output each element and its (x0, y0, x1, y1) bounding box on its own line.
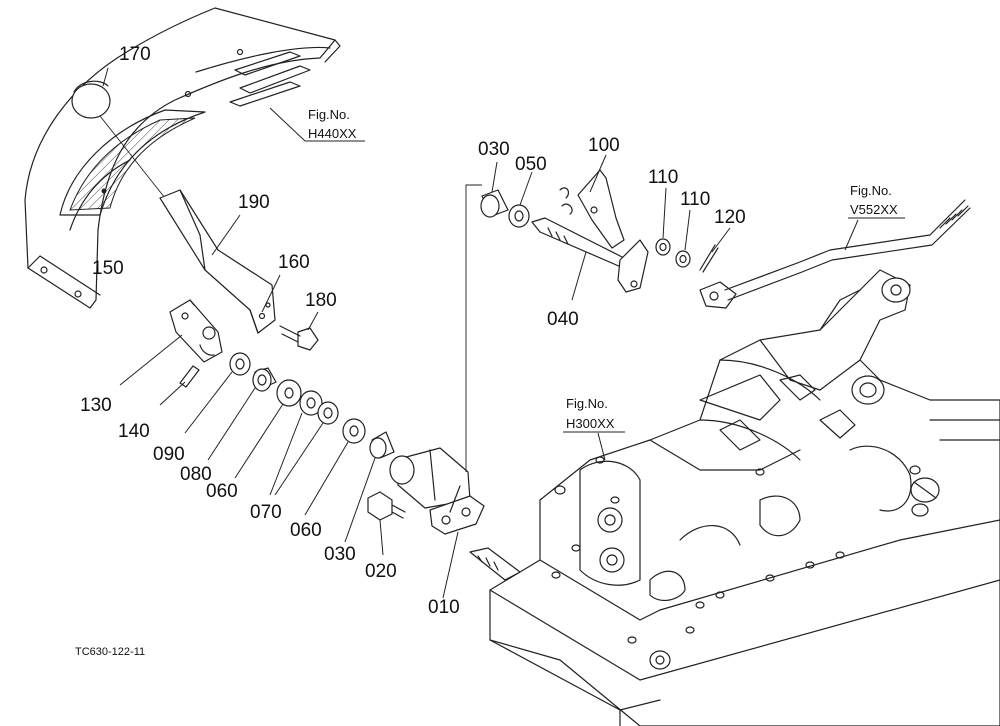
label-190: 190 (238, 192, 270, 213)
fig-callout-h440: Fig.No. H440XX (269, 107, 365, 142)
bolt (279, 325, 319, 351)
spacer-090 (229, 352, 251, 376)
main-shaft (389, 447, 485, 535)
label-110-a: 110 (648, 167, 678, 188)
label-160: 160 (278, 252, 310, 273)
label-130: 130 (80, 395, 112, 416)
fig-h440-number: H440XX (308, 126, 357, 141)
label-040: 040 (547, 309, 579, 330)
label-030-b: 030 (478, 139, 510, 160)
label-150: 150 (92, 258, 124, 279)
fig-h440-caption: Fig.No. (308, 107, 350, 122)
rod-040 (531, 217, 649, 293)
fig-callout-v552: Fig.No. V552XX (848, 183, 905, 219)
label-060-b: 060 (290, 520, 322, 541)
washer-070-b (317, 401, 339, 425)
fig-v552-caption: Fig.No. (850, 183, 892, 198)
washer-050 (508, 204, 530, 228)
washer-110-b (675, 250, 691, 268)
lever-knob (71, 80, 111, 119)
label-070: 070 (250, 502, 282, 523)
cotter-pin (699, 244, 719, 273)
control-lever (159, 189, 276, 334)
lever-arm-100 (559, 169, 625, 249)
label-110-b: 110 (680, 189, 710, 210)
label-100: 100 (588, 135, 620, 156)
washer-070-a (299, 390, 323, 416)
fig-v552-number: V552XX (850, 202, 898, 217)
label-080: 080 (180, 464, 212, 485)
label-140: 140 (118, 421, 150, 442)
washer-060-a (276, 379, 302, 407)
fig-h300-caption: Fig.No. (566, 396, 608, 411)
lever-bracket (169, 299, 223, 363)
bushing-030-b (480, 189, 509, 218)
label-030-a: 030 (324, 544, 356, 565)
bushing-030-a (369, 431, 395, 459)
fig-h300-number: H300XX (566, 416, 615, 431)
document-code: TC630-122-11 (75, 646, 145, 658)
label-170: 170 (119, 44, 151, 65)
washer-060-b (342, 418, 366, 444)
collar-080 (252, 367, 277, 392)
label-010: 010 (428, 597, 460, 618)
fig-callout-h300: Fig.No. H300XX (563, 396, 625, 433)
label-050: 050 (515, 154, 547, 175)
housing-shaft (469, 547, 521, 581)
grease-bolt (367, 491, 406, 521)
transmission-housing (489, 269, 1000, 726)
label-120: 120 (714, 207, 746, 228)
linkage-rod (699, 199, 971, 309)
label-020: 020 (365, 561, 397, 582)
label-060-a: 060 (206, 481, 238, 502)
washer-110-a (655, 238, 671, 256)
label-090: 090 (153, 444, 185, 465)
label-180: 180 (305, 290, 337, 311)
